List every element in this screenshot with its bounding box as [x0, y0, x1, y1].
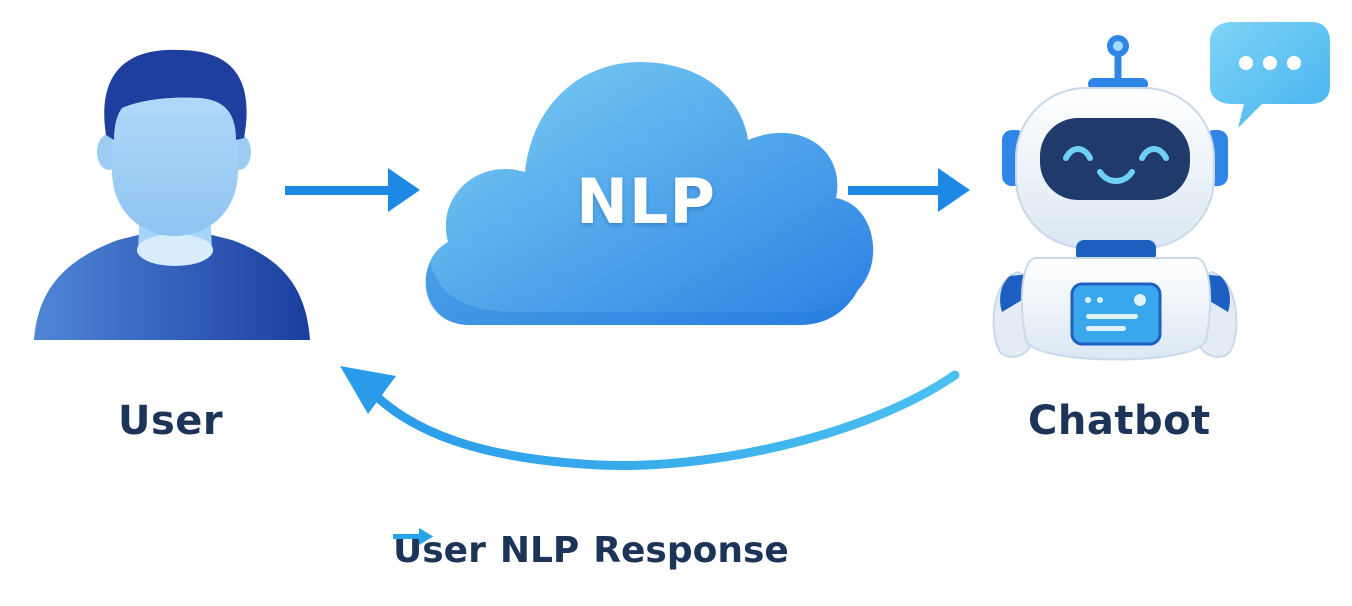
arrow-right-icon — [393, 528, 433, 545]
flow-caption: User NLP Response — [393, 526, 789, 574]
flow-step-nlp: NLP — [499, 529, 580, 571]
nlp-cloud — [425, 62, 874, 325]
chatbot-label: Chatbot — [1028, 398, 1211, 444]
nlp-label: NLP — [576, 165, 716, 238]
cloud-icon — [425, 62, 874, 325]
robot-icon — [992, 35, 1238, 361]
speech-bubble-icon — [1210, 22, 1330, 128]
typing-dot — [1287, 56, 1301, 70]
user-neck-collar — [137, 234, 213, 266]
user-avatar-icon — [34, 49, 310, 340]
arrow-chatbot-to-user — [340, 366, 960, 470]
user-face — [112, 72, 238, 236]
arrow-nlp-to-chatbot — [848, 168, 970, 212]
typing-dot — [1263, 56, 1277, 70]
flow-step-response: Response — [593, 529, 789, 571]
arrow-user-to-nlp — [285, 168, 420, 212]
user-hair — [104, 49, 247, 140]
user-label: User — [118, 398, 224, 444]
typing-dot — [1239, 56, 1253, 70]
user-shoulders — [34, 232, 310, 340]
robot-visor — [1040, 118, 1190, 200]
